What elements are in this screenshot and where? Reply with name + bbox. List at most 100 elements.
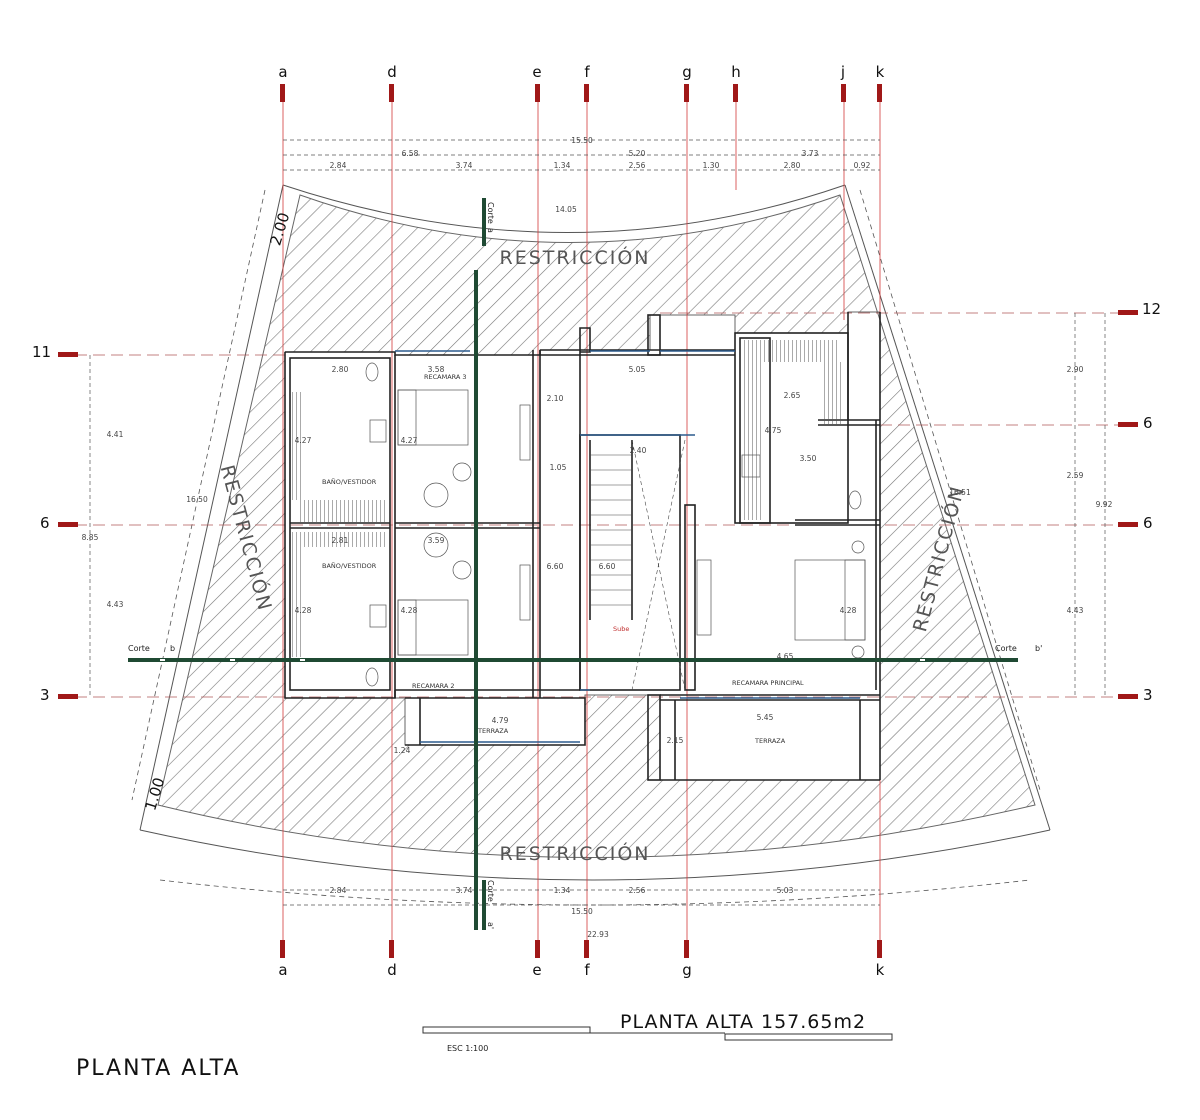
dim-r2-h: 4.28 — [295, 606, 312, 615]
dim-left-1: 4.41 — [107, 430, 124, 439]
section-a-letter: a — [486, 228, 495, 233]
axis-6-right-b: 6 — [1143, 514, 1153, 532]
section-cuts — [128, 198, 1018, 930]
axis-f-top: f — [584, 63, 590, 81]
room-recamara-2: RECAMARA 2 — [412, 682, 455, 690]
dim-left-total: 8.85 — [82, 533, 99, 542]
section-b-label: Corte — [128, 644, 150, 653]
dim-left-diag: 16.50 — [186, 495, 208, 504]
dim-top-seg: 2.80 — [784, 161, 801, 170]
dim-r3-bath: 2.80 — [332, 365, 349, 374]
dim-bottom-overall: 15.50 — [571, 907, 593, 916]
dim-top-overall: 15.50 — [571, 136, 593, 145]
room-recamara-principal: RECAMARA PRINCIPAL — [732, 679, 804, 687]
axis-6-left: 6 — [40, 514, 50, 532]
dim-top-seg: 3.74 — [456, 161, 473, 170]
dim-terrace1-w: 4.79 — [492, 716, 509, 725]
dim-bottom-seg: 3.74 — [456, 886, 473, 895]
building-walls — [284, 312, 881, 781]
dim-right-2: 2.59 — [1067, 471, 1084, 480]
dim-r2-h2: 4.28 — [401, 606, 418, 615]
axis-a-top: a — [278, 63, 287, 81]
dim-hall-h2: 1.05 — [550, 463, 567, 472]
axis-d-top: d — [387, 63, 397, 81]
dim-top-seg: 2.56 — [629, 161, 646, 170]
axis-e-bottom: e — [532, 961, 541, 979]
axis-12-right: 12 — [1142, 300, 1161, 318]
stair-sube-label: Sube — [613, 625, 629, 633]
dim-top-group-1: 6.58 — [402, 149, 419, 158]
dim-terrace2-w: 5.45 — [757, 713, 774, 722]
restriction-label-top: RESTRICCIÓN — [500, 245, 651, 269]
axis-g-top: g — [682, 63, 692, 81]
axis-6-right-a: 6 — [1143, 414, 1153, 432]
vertical-axes — [282, 100, 881, 945]
arc-top-dim: 14.05 — [555, 205, 577, 214]
axis-f-bottom: f — [584, 961, 590, 979]
main-title: PLANTA ALTA — [76, 1056, 240, 1081]
axis-h-top: h — [731, 63, 741, 81]
dim-bottom-seg: 2.84 — [330, 886, 347, 895]
axis-3-right: 3 — [1143, 686, 1153, 704]
axis-e-top: e — [532, 63, 541, 81]
axis-g-bottom: g — [682, 961, 692, 979]
room-bano-vestidor-1: BAÑO/VESTIDOR — [322, 477, 377, 486]
dim-right-total: 9.92 — [1096, 500, 1113, 509]
dim-bottom-seg: 5.03 — [777, 886, 794, 895]
section-b-letter: b — [170, 644, 175, 653]
restriction-label-bottom: RESTRICCIÓN — [500, 841, 651, 865]
axis-labels-bottom: a d e f g k — [278, 961, 884, 979]
dim-r3-h2: 4.27 — [401, 436, 418, 445]
dim-closet-h: 4.75 — [765, 426, 782, 435]
axis-11-left: 11 — [32, 343, 51, 361]
dim-right-3: 4.43 — [1067, 606, 1084, 615]
section-b-prime-letter: b' — [1035, 644, 1042, 653]
axis-k-bottom: k — [876, 961, 885, 979]
dim-stair-h: 6.60 — [599, 562, 616, 571]
dim-top-seg: 1.30 — [703, 161, 720, 170]
dim-terrace1-h: 1.24 — [394, 746, 411, 755]
dim-r3-h: 4.27 — [295, 436, 312, 445]
dim-left-2: 4.43 — [107, 600, 124, 609]
dim-bath-w: 3.50 — [800, 454, 817, 463]
axis-j-top: j — [840, 63, 845, 81]
dim-master-w: 4.65 — [777, 652, 794, 661]
section-a-label: Corte — [486, 202, 495, 224]
room-recamara-3: RECAMARA 3 — [424, 373, 467, 381]
dim-top-group-3: 3.73 — [802, 149, 819, 158]
dim-hall-w: 5.05 — [629, 365, 646, 374]
dim-top-seg: 0.92 — [854, 161, 871, 170]
dim-bottom-seg: 1.34 — [554, 886, 571, 895]
dim-hall-h3: 6.60 — [547, 562, 564, 571]
dim-master-h: 4.28 — [840, 606, 857, 615]
dim-terrace2-h: 2.15 — [667, 736, 684, 745]
dim-top-group-2: 5.20 — [629, 149, 646, 158]
dim-hall-h: 2.10 — [547, 394, 564, 403]
axis-k-top: k — [876, 63, 885, 81]
section-b-prime-label: Corte — [995, 644, 1017, 653]
dim-stair-w: 2.40 — [630, 446, 647, 455]
area-title: PLANTA ALTA 157.65m2 — [620, 1011, 866, 1033]
dim-r2-bath: 2.81 — [332, 536, 349, 545]
horizontal-axes — [75, 312, 1125, 698]
dim-top-seg: 2.84 — [330, 161, 347, 170]
dim-bottom-seg: 2.56 — [629, 886, 646, 895]
room-terraza-1: TERRAZA — [477, 727, 509, 735]
dim-closet-w: 2.65 — [784, 391, 801, 400]
axis-labels-top: a d e f g h j k — [278, 63, 884, 81]
arc-bottom-dim: 22.93 — [587, 930, 609, 939]
dim-r3-w: 3.58 — [428, 365, 445, 374]
axis-markers — [58, 84, 1138, 958]
room-terraza-2: TERRAZA — [754, 737, 786, 745]
dim-right-1: 2.90 — [1067, 365, 1084, 374]
axis-d-bottom: d — [387, 961, 397, 979]
axis-a-bottom: a — [278, 961, 287, 979]
dim-top-seg: 1.34 — [554, 161, 571, 170]
dim-r2-w: 3.59 — [428, 536, 445, 545]
dim-right-diag: 16.51 — [949, 488, 971, 497]
section-a-prime-letter: a' — [486, 922, 495, 929]
room-bano-vestidor-2: BAÑO/VESTIDOR — [322, 561, 377, 570]
scale-label: ESC 1:100 — [447, 1044, 488, 1053]
axis-3-left: 3 — [40, 686, 50, 704]
